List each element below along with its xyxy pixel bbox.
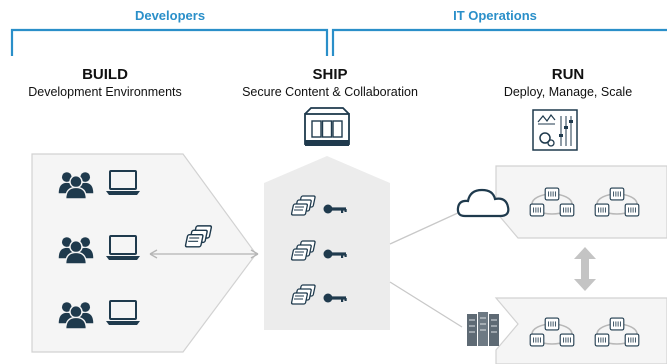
stage-subtitle-ship: Secure Content & Collaboration bbox=[242, 85, 418, 99]
stage-subtitle-run: Deploy, Manage, Scale bbox=[503, 85, 633, 99]
ship-servers-connector bbox=[389, 281, 463, 328]
run-cloud-panel bbox=[495, 165, 667, 239]
build-ship-arrow bbox=[149, 249, 259, 259]
ship-panel bbox=[264, 156, 390, 330]
ship-cloud-connector bbox=[389, 211, 461, 245]
bracket-it-operations bbox=[331, 28, 667, 56]
stage-title-build: BUILD bbox=[82, 66, 128, 83]
registry-icon bbox=[304, 107, 350, 146]
group-label-it-operations: IT Operations bbox=[453, 8, 537, 23]
server-rack-icon bbox=[467, 312, 499, 346]
stage-title-ship: SHIP bbox=[312, 66, 348, 83]
double-arrow-icon bbox=[574, 247, 596, 291]
stage-title-run: RUN bbox=[551, 66, 585, 83]
bracket-developers bbox=[10, 28, 329, 56]
group-label-developers: Developers bbox=[134, 8, 206, 23]
cloud-icon bbox=[456, 188, 510, 218]
run-servers-panel bbox=[494, 297, 667, 364]
build-panel bbox=[31, 153, 257, 353]
stage-subtitle-build: Development Environments bbox=[28, 85, 182, 99]
dashboard-icon bbox=[532, 109, 578, 151]
